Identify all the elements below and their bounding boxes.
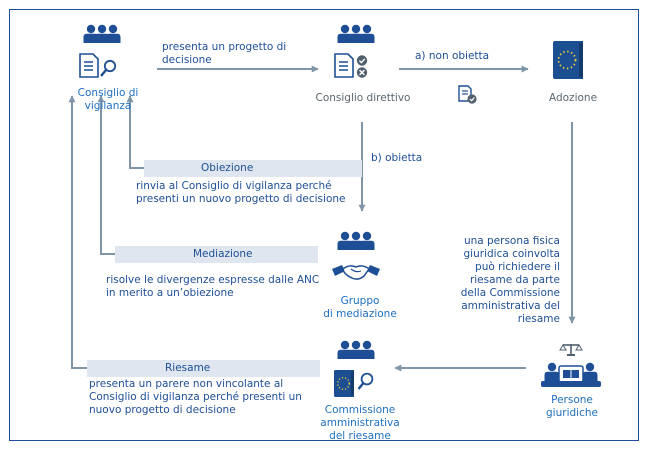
node-adozione: Adozione [548,92,598,104]
people-icon [541,362,601,387]
node-persone-giuridiche: Persone giuridiche [546,394,598,419]
arrow-riesame [68,95,320,369]
people-icon [84,25,121,43]
eu-book-magnifier-icon [334,370,374,397]
label-riesame-title: Riesame [165,362,211,374]
scales-icon [559,344,583,356]
label-obietta: b) obietta [371,152,423,164]
people-icon [338,232,375,250]
node-consiglio-vigilanza: Consiglio di vigilanza [77,87,139,112]
people-icon [338,341,375,359]
small-document-check-icon [458,85,477,104]
obiezione-box [144,160,362,177]
eu-book-icon [553,41,583,79]
label-riesame-text: presenta un parere non vincolante al Con… [89,378,302,416]
riesame-box [87,360,320,377]
label-obiezione-text: rinvia al Consiglio di vigilanza perché … [136,180,346,205]
document-magnifier-icon [79,53,117,78]
node-gruppo-mediazione: Gruppo di mediazione [323,295,397,320]
document-check-cross-icon [334,53,368,78]
people-icon [338,25,375,43]
label-mediazione-text: risolve le divergenze espresse dalle ANC… [106,274,320,299]
node-commissione: Commissione amministrativa del riesame [320,404,400,442]
label-presenta: presenta un progetto di decisione [162,41,287,66]
arrow-obiezione [126,95,362,169]
label-mediazione-title: Mediazione [193,248,253,260]
label-obiezione-title: Obiezione [201,162,254,174]
label-persona: una persona fisica giuridica coinvolta p… [460,235,560,325]
diagram-frame [9,9,639,441]
handshake-icon [332,265,380,280]
mediazione-box [115,246,318,263]
label-non-obietta: a) non obietta [415,50,490,62]
node-consiglio-direttivo: Consiglio direttivo [315,92,411,104]
